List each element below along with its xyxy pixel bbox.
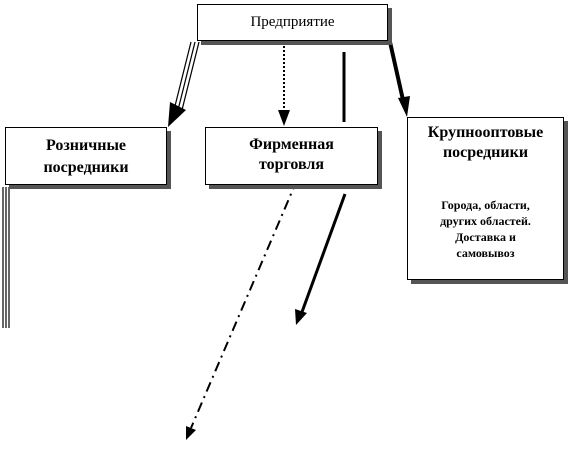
node-wholesale-line1: Крупнооптовые (427, 124, 544, 141)
node-wholesale-intermediaries: Крупнооптовые посредники Города, области… (407, 117, 564, 280)
wholesale-detail-line: самовывоз (456, 246, 515, 260)
wholesale-detail-line: Доставка и (455, 230, 516, 244)
arrowhead-retail (168, 102, 186, 127)
edge-enterprise-retail (168, 41, 200, 127)
retail-triple-vertical (2, 187, 10, 328)
node-enterprise-label: Предприятие (250, 14, 335, 30)
node-firm-trade: Фирменная торговля (205, 127, 378, 185)
node-enterprise: Предприятие (197, 4, 388, 41)
node-wholesale-details: Города, области, других областей. Достав… (408, 197, 563, 261)
arrowhead-wholesale (398, 96, 410, 117)
node-firm-line2: торговля (258, 156, 325, 173)
arrowhead-firm (278, 110, 290, 126)
solid-arrow (295, 193, 347, 325)
node-retail-intermediaries: Розничные посредники (5, 127, 167, 185)
node-firm-line1: Фирменная (249, 136, 334, 153)
dashdot-arrow (186, 179, 298, 440)
wholesale-detail-line: Города, области, (441, 198, 530, 212)
wholesale-detail-line: других областей. (440, 214, 531, 228)
node-retail-line1: Розничные (45, 137, 127, 154)
edge-enterprise-wholesale (388, 41, 410, 117)
node-retail-line2: посредники (43, 159, 129, 176)
edge-enterprise-firm (278, 42, 290, 126)
node-wholesale-line2: посредники (442, 144, 529, 161)
